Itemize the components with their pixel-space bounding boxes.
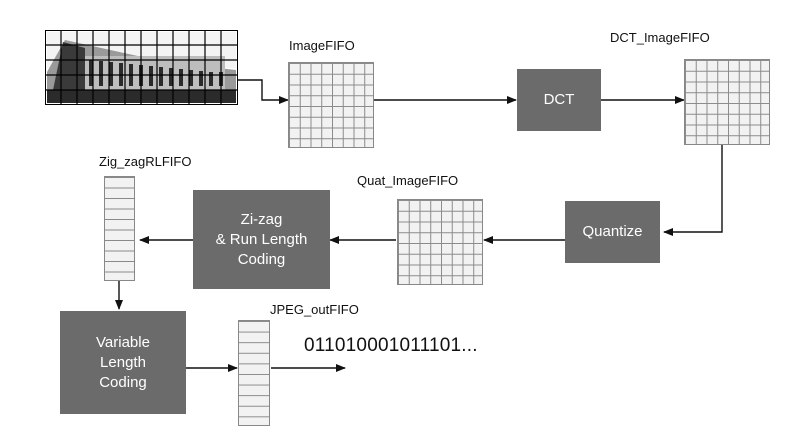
imagefifo-grid [288,62,374,148]
zigzag-rlfifo-label: Zig_zagRLFIFO [99,154,192,169]
jpeg-outfifo-label: JPEG_outFIFO [270,302,359,317]
zigzag-rlc-block-label: Zi-zag & Run Length Coding [215,210,308,268]
output-bitstream: 011010001011101... [304,335,478,356]
quat-imagefifo-grid [397,199,483,285]
dct-imagefifo-grid [684,59,770,145]
source-image-thumbnail [45,30,238,105]
quantize-block-label: Quantize [582,223,643,240]
arrow-image-to-imagefifo [238,79,289,104]
arrow-dctfifo-to-quantize [663,145,723,236]
dct-block: DCT [517,69,601,131]
vlc-block: Variable Length Coding [60,311,186,414]
jpeg-outfifo-stack [238,320,270,426]
quat-imagefifo-label: Quat_ImageFIFO [357,173,459,188]
quantize-block: Quantize [565,201,660,263]
dct-imagefifo-label: DCT_ImageFIFO [610,30,710,45]
zigzag-rlc-block: Zi-zag & Run Length Coding [193,190,330,289]
dct-block-label: DCT [543,91,575,108]
imagefifo-label: ImageFIFO [289,38,355,53]
vlc-block-label: Variable Length Coding [96,333,150,391]
zigzag-rlfifo-stack [104,176,135,281]
